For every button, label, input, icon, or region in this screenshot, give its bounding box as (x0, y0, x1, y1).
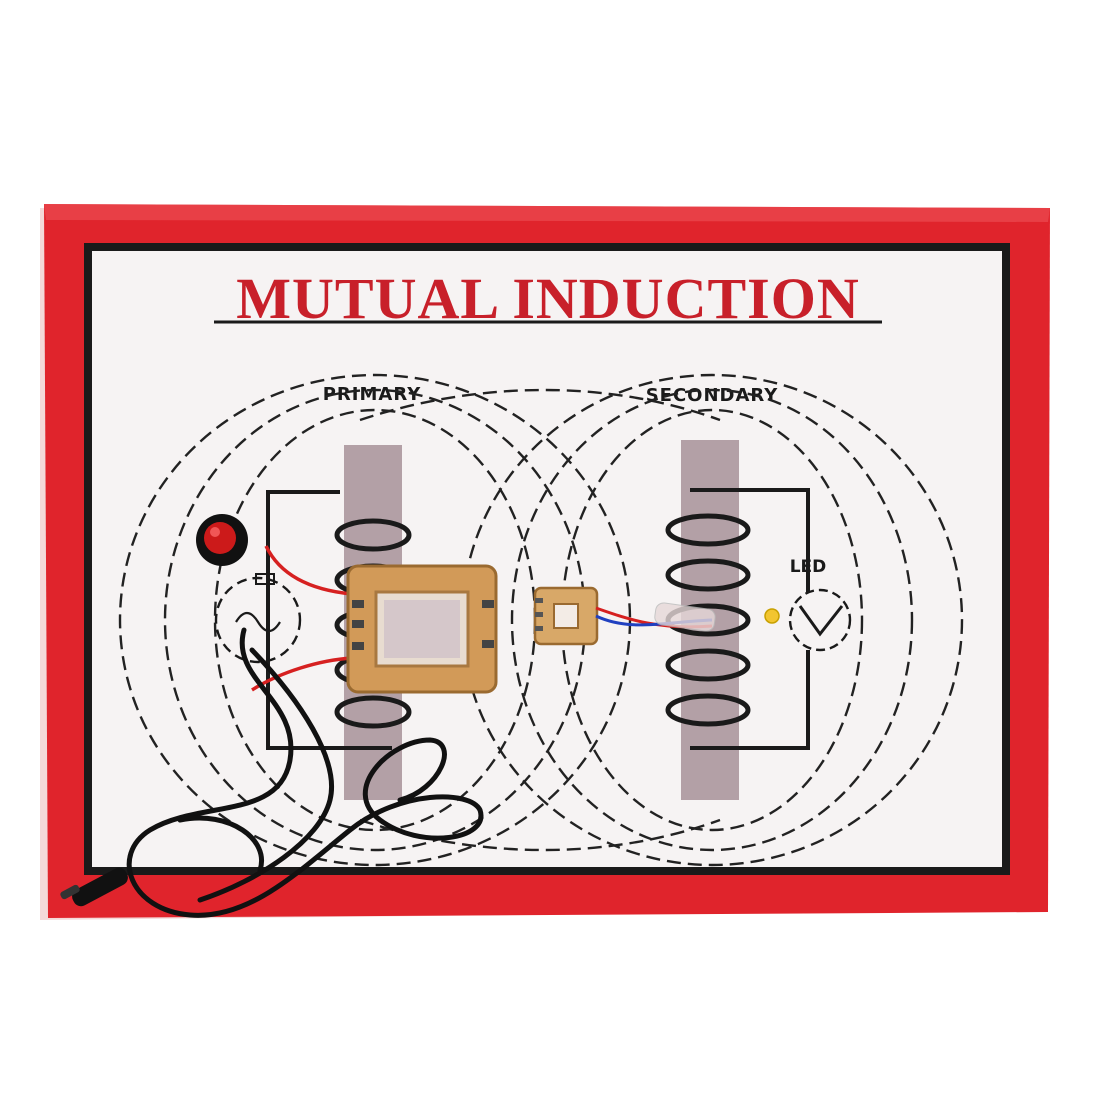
secondary-circuit (690, 488, 810, 750)
led-symbol (788, 588, 852, 652)
wire-sleeve (654, 602, 716, 632)
led-label: LED (790, 557, 827, 577)
diagram-panel (92, 251, 1002, 867)
push-button (196, 514, 248, 566)
primary-bobbin (346, 564, 498, 694)
primary-label: PRIMARY (323, 384, 422, 405)
frame-bevel (44, 204, 1050, 222)
secondary-bobbin (533, 586, 599, 646)
ac-source-symbol (214, 573, 302, 664)
secondary-label: SECONDARY (646, 385, 779, 406)
board-title: MUTUAL INDUCTION (236, 266, 859, 331)
power-cable (126, 627, 484, 918)
led-bulb (764, 608, 780, 624)
power-plug (60, 867, 128, 907)
